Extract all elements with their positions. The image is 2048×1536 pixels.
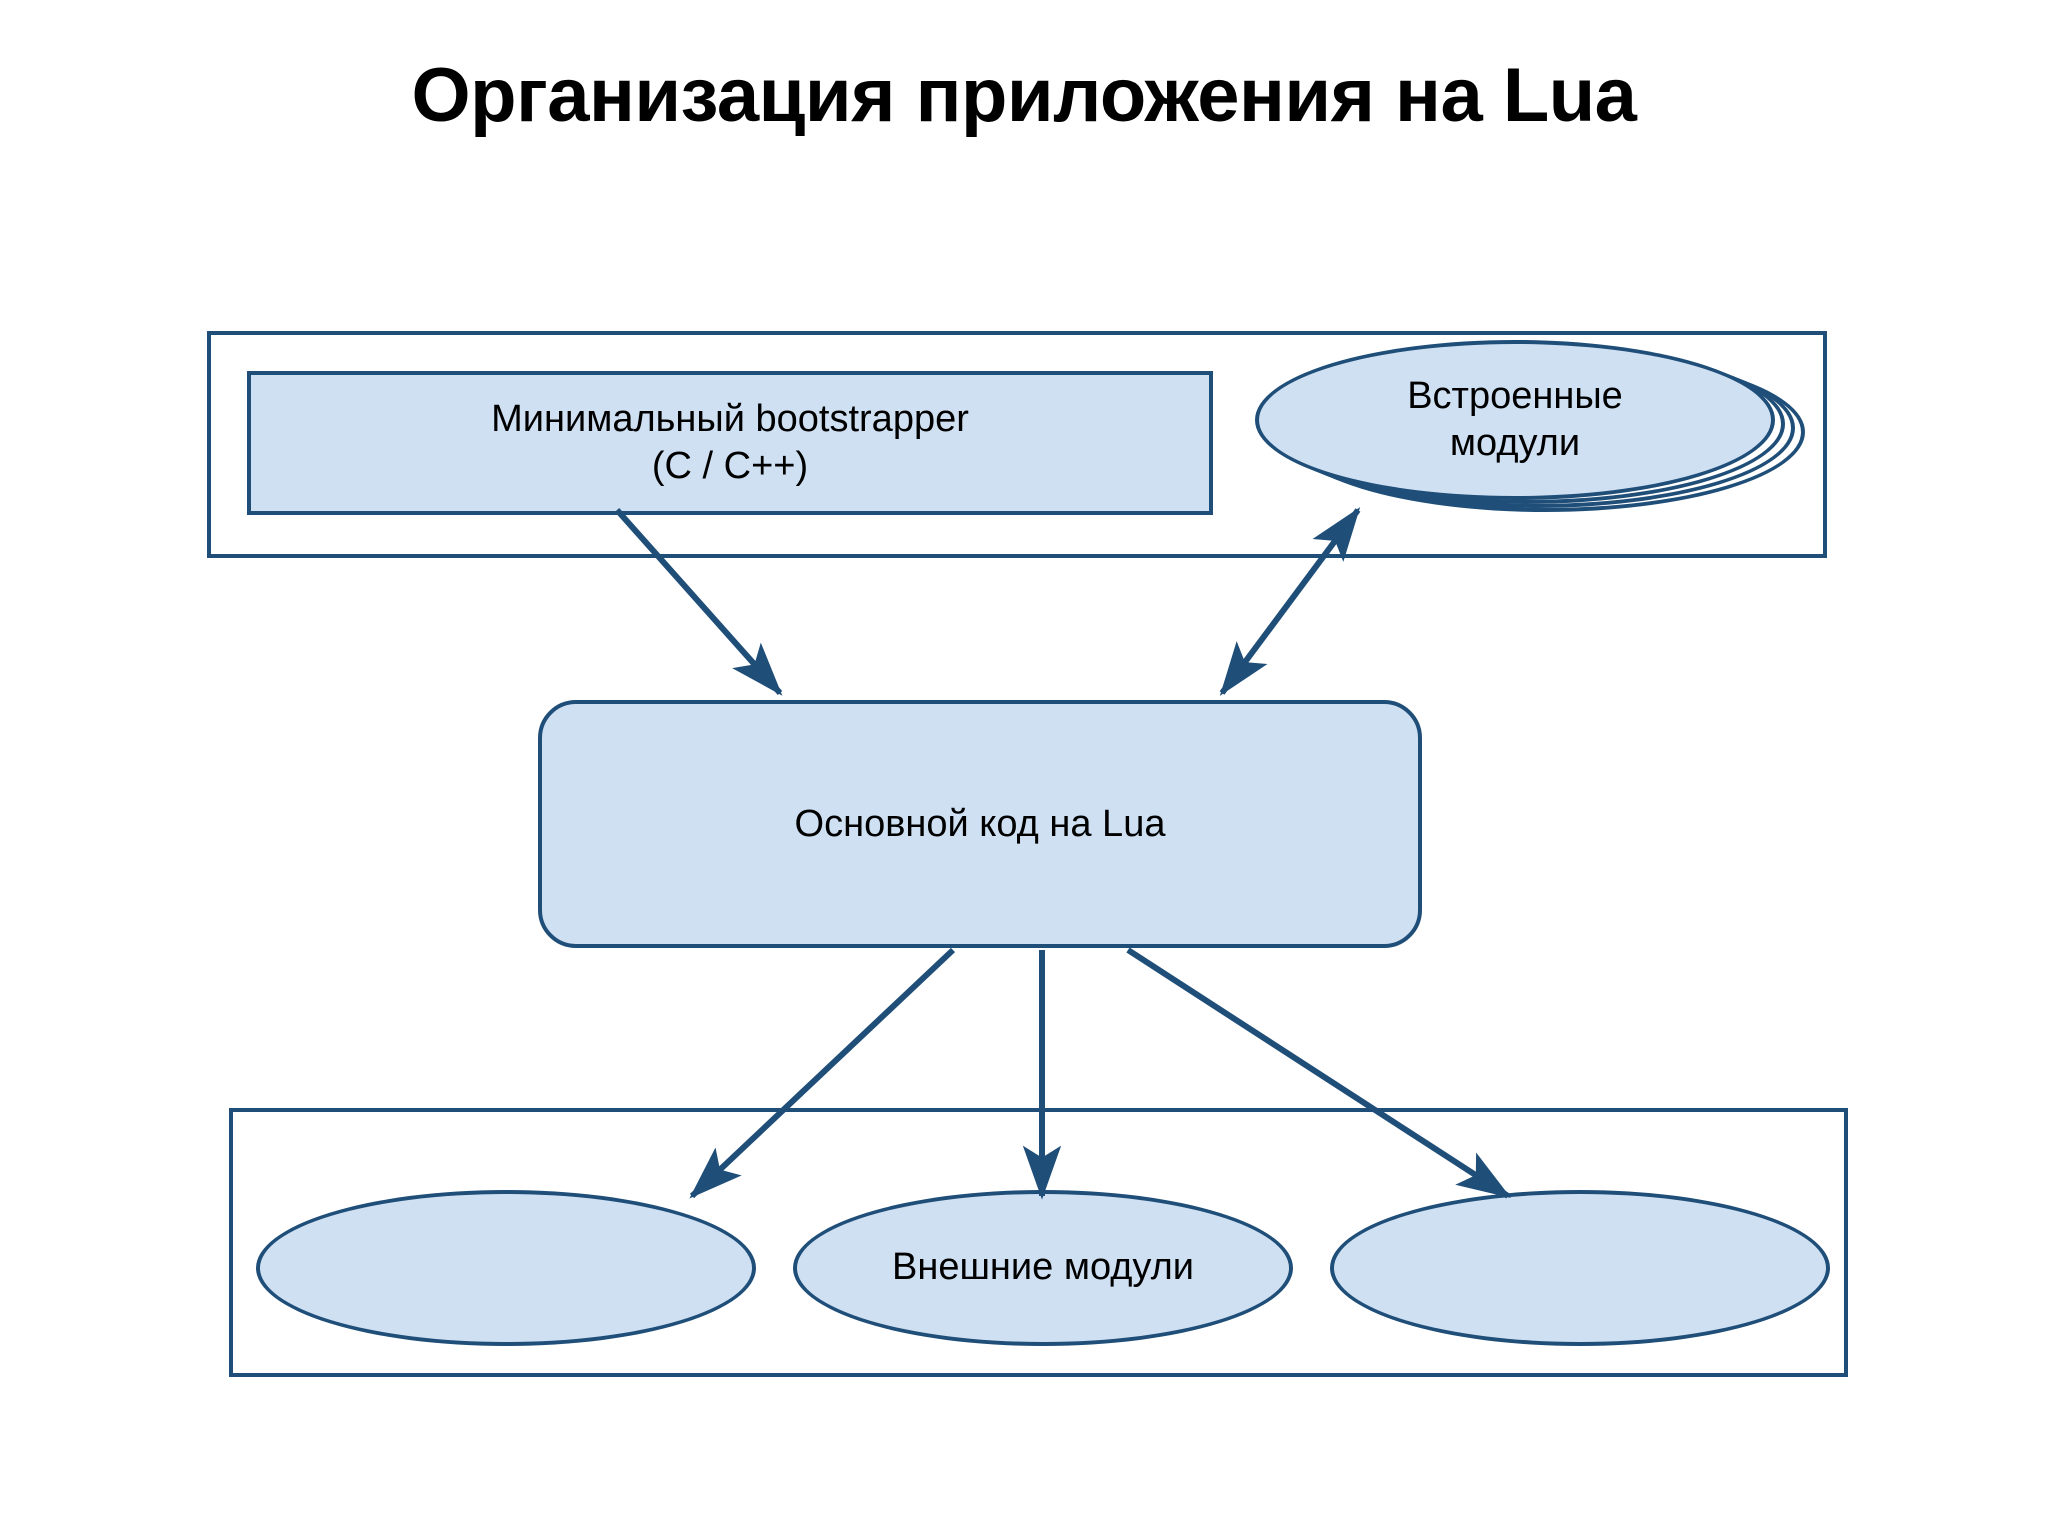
node-external-modules-center[interactable]: Внешние модули <box>793 1190 1293 1346</box>
node-external-modules-center-label: Внешние модули <box>891 1246 1194 1289</box>
node-bootstrapper-label: Минимальный bootstrapper (C / C++) <box>491 396 969 491</box>
node-main-lua-code-label: Основной код на Lua <box>794 802 1166 845</box>
page-title: Организация приложения на Lua <box>411 53 1637 138</box>
builtin-modules-line-2: модули <box>1449 422 1581 464</box>
node-external-module-left[interactable] <box>256 1190 756 1346</box>
node-builtin-modules-stack[interactable]: Встроенные модули <box>1255 340 1815 520</box>
bootstrapper-line-2: (C / C++) <box>651 445 809 487</box>
builtin-modules-line-1: Встроенные <box>1407 374 1623 417</box>
node-main-lua-code[interactable]: Основной код на Lua <box>538 700 1422 948</box>
node-external-module-right[interactable] <box>1330 1190 1830 1346</box>
node-builtin-modules-label: Встроенные модули <box>1407 373 1623 468</box>
node-builtin-modules[interactable]: Встроенные модули <box>1255 340 1775 500</box>
node-bootstrapper[interactable]: Минимальный bootstrapper (C / C++) <box>247 371 1213 515</box>
bootstrapper-line-1: Минимальный bootstrapper <box>491 397 969 440</box>
